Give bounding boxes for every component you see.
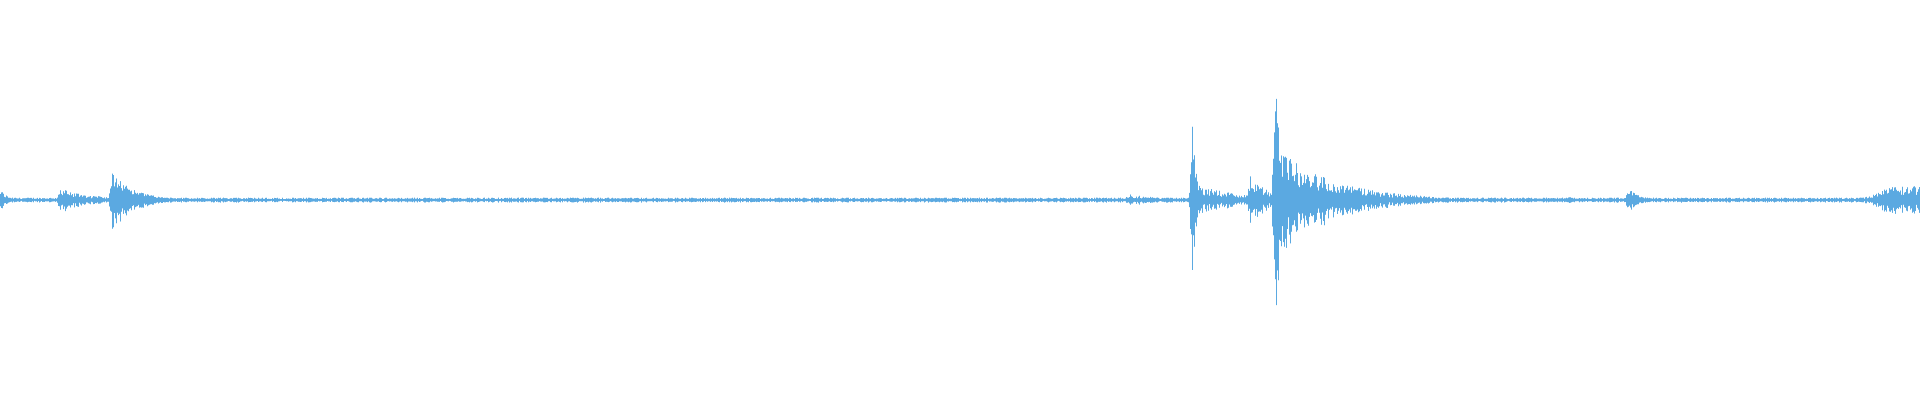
waveform-samples — [0, 98, 1920, 306]
